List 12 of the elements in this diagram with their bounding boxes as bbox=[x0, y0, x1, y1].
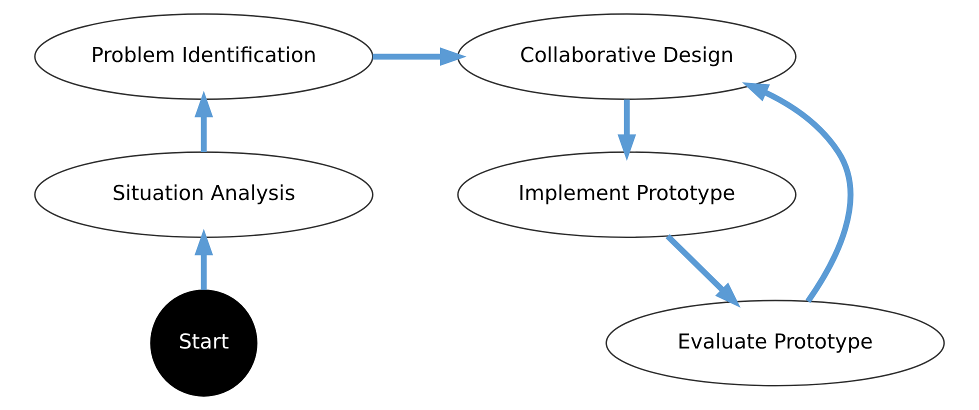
arrow bbox=[618, 100, 636, 161]
arrow bbox=[742, 82, 854, 303]
node-ellipse: Evaluate Prototype bbox=[606, 300, 945, 386]
arrow bbox=[372, 47, 467, 66]
node-circle: Start bbox=[150, 289, 258, 397]
arrow bbox=[666, 234, 741, 308]
arrow bbox=[194, 90, 214, 152]
node-ellipse: Situation Analysis bbox=[34, 151, 374, 238]
node-ellipse: Problem Identification bbox=[34, 13, 374, 100]
arrow bbox=[194, 228, 214, 290]
node-ellipse: Collaborative Design bbox=[457, 13, 796, 100]
node-ellipse: Implement Prototype bbox=[457, 151, 796, 238]
